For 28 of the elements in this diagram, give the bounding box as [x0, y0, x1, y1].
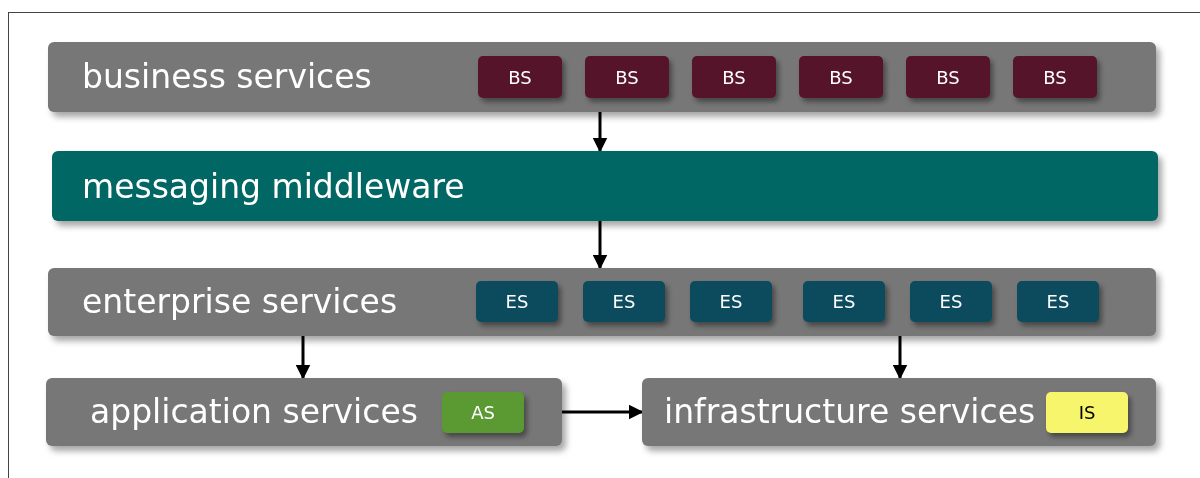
layer-panel	[48, 42, 1156, 112]
arrow	[295, 336, 311, 380]
arrow	[892, 336, 908, 380]
service-box: BS	[799, 56, 883, 98]
service-box: BS	[585, 56, 669, 98]
arrow	[562, 404, 644, 420]
service-box: BS	[478, 56, 562, 98]
service-box: ES	[583, 281, 665, 322]
arrow	[592, 221, 608, 270]
layer-title: enterprise services	[82, 285, 398, 318]
service-box: ES	[910, 281, 992, 322]
arrow	[592, 112, 608, 153]
service-box: BS	[906, 56, 990, 98]
service-box: ES	[1017, 281, 1099, 322]
layer-title: infrastructure services	[664, 395, 1036, 428]
service-box: IS	[1046, 392, 1128, 433]
service-box: ES	[476, 281, 558, 322]
layer-title: business services	[82, 60, 372, 93]
layer-title: application services	[90, 395, 418, 428]
service-box: BS	[692, 56, 776, 98]
service-box: AS	[442, 392, 524, 433]
service-box: BS	[1013, 56, 1097, 98]
service-box: ES	[803, 281, 885, 322]
layer-panel	[642, 378, 1156, 446]
layer-bar: messaging middleware	[52, 151, 1158, 221]
service-box: ES	[690, 281, 772, 322]
layer-panel	[46, 378, 562, 446]
layer-panel	[48, 268, 1156, 336]
